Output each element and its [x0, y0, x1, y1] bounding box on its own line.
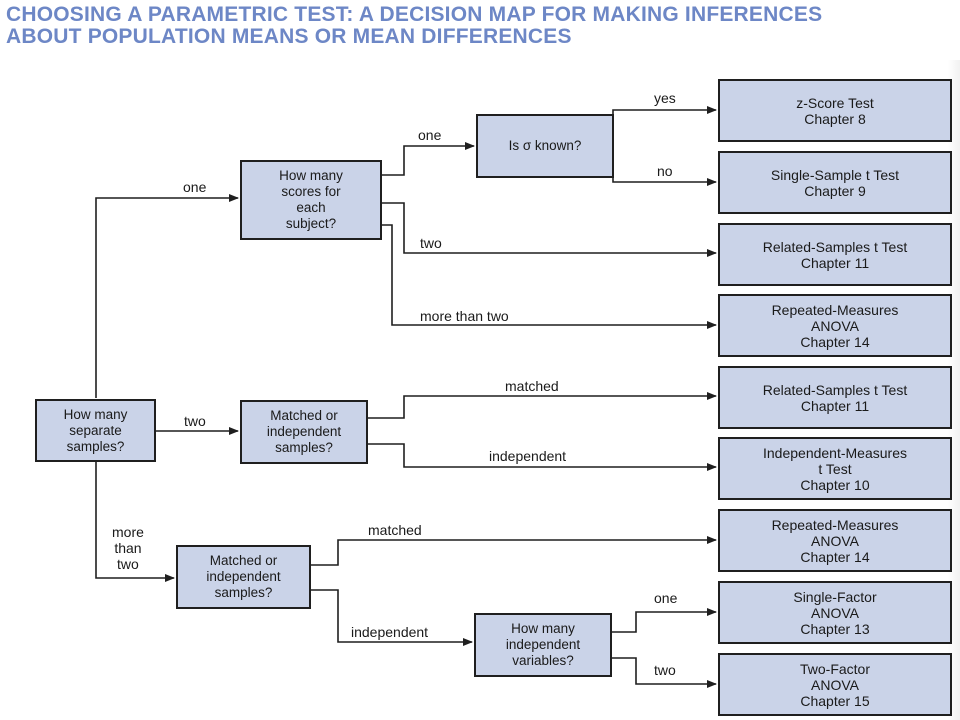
edge-scores-two — [381, 202, 717, 257]
result-independent-measures-t-test: Independent-Measures t Test Chapter 10 — [718, 437, 952, 500]
edge-samples-more — [95, 461, 175, 582]
box-line: Chapter 14 — [800, 548, 870, 565]
box-line: scores for — [281, 184, 341, 199]
box-line: Chapter 15 — [800, 692, 870, 709]
box-line: ANOVA — [811, 604, 859, 621]
box-line: Repeated-Measures — [771, 516, 899, 533]
box-line: Chapter 14 — [800, 333, 870, 350]
box-line: samples? — [66, 438, 125, 454]
box-line: Single-Factor — [793, 588, 877, 605]
decision-how-many-samples: How many separate samples? — [35, 399, 156, 462]
edge-var-two — [611, 657, 717, 688]
label-yes: yes — [654, 90, 676, 106]
label-one-variable: one — [654, 590, 678, 606]
result-single-factor-anova: Single-Factor ANOVA Chapter 13 — [718, 581, 952, 644]
box-line: Repeated-Measures — [771, 301, 899, 318]
decision-scores-per-subject: How many scores for each subject? — [240, 160, 382, 240]
edge-matched-b — [310, 536, 717, 566]
edge-samples-one — [95, 194, 239, 398]
label-more-than-two-samples: more than two — [112, 524, 144, 572]
box-line: Related-Samples t Test — [762, 238, 908, 255]
result-z-score-test: z-Score Test Chapter 8 — [718, 79, 952, 142]
edge-scores-one — [381, 142, 475, 176]
edge-matched-a — [367, 392, 717, 419]
edge-independent-b — [310, 589, 473, 646]
decision-sigma-known: Is σ known? — [476, 114, 614, 178]
box-line: independent — [266, 424, 342, 439]
decision-matched-independent-two: Matched or independent samples? — [240, 400, 368, 464]
title-line-1: CHOOSING A PARAMETRIC TEST: A DECISION M… — [6, 3, 823, 26]
diagram-title: CHOOSING A PARAMETRIC TEST: A DECISION M… — [6, 4, 956, 48]
box-line: How many — [63, 406, 128, 422]
label-line: more — [112, 524, 144, 540]
box-line: Matched or — [209, 553, 278, 568]
box-line: ANOVA — [811, 532, 859, 549]
result-repeated-measures-anova-1: Repeated-Measures ANOVA Chapter 14 — [718, 294, 952, 357]
decision-matched-independent-more: Matched or independent samples? — [176, 545, 311, 609]
box-line: How many — [511, 621, 575, 636]
box-line: Matched or — [270, 408, 338, 423]
result-two-factor-anova: Two-Factor ANOVA Chapter 15 — [718, 653, 952, 716]
edge-var-one — [611, 608, 717, 633]
label-one-score: one — [418, 127, 442, 143]
box-line: Related-Samples t Test — [762, 381, 908, 398]
result-related-samples-t-test-1: Related-Samples t Test Chapter 11 — [718, 223, 952, 286]
box-line: Is σ known? — [508, 138, 582, 153]
box-line: samples? — [275, 440, 333, 455]
box-line: independent — [206, 569, 281, 584]
box-line: variables? — [512, 653, 574, 668]
box-line: Chapter 11 — [800, 254, 870, 271]
label-independent-a: independent — [489, 448, 567, 464]
box-line: samples? — [214, 585, 273, 600]
box-line: Chapter 8 — [804, 110, 866, 127]
box-line: Chapter 10 — [800, 476, 870, 493]
edge-scores-more — [381, 224, 717, 329]
label-one-sample: one — [183, 179, 207, 195]
edge-known-yes — [612, 106, 717, 133]
box-line: Independent-Measures — [763, 444, 907, 461]
box-line: each — [296, 200, 326, 215]
label-matched-b: matched — [368, 522, 422, 538]
label-line: two — [117, 556, 139, 572]
label-more-than-two-scores: more than two — [420, 308, 509, 324]
label-line: than — [114, 540, 142, 556]
label-two-variables: two — [654, 662, 676, 678]
label-two-scores: two — [420, 235, 442, 251]
decision-independent-variables: How many independent variables? — [474, 613, 612, 677]
box-line: Chapter 9 — [804, 182, 866, 199]
result-single-sample-t-test: Single-Sample t Test Chapter 9 — [718, 151, 952, 214]
box-line: ANOVA — [811, 676, 859, 693]
box-line: Single-Sample t Test — [770, 166, 900, 183]
box-line: separate — [69, 422, 122, 438]
result-repeated-measures-anova-2: Repeated-Measures ANOVA Chapter 14 — [718, 509, 952, 572]
label-no: no — [657, 163, 673, 179]
box-line: ANOVA — [811, 317, 859, 334]
box-line: subject? — [285, 216, 337, 231]
result-related-samples-t-test-2: Related-Samples t Test Chapter 11 — [718, 366, 952, 429]
box-line: independent — [505, 637, 581, 652]
box-line: Chapter 13 — [800, 620, 870, 637]
box-line: How many — [279, 168, 343, 183]
label-matched-a: matched — [505, 378, 559, 394]
title-line-2: ABOUT POPULATION MEANS OR MEAN DIFFERENC… — [6, 25, 572, 48]
box-line: Two-Factor — [799, 660, 870, 677]
label-independent-b: independent — [351, 624, 429, 640]
box-line: z-Score Test — [796, 94, 874, 111]
box-line: Chapter 11 — [800, 397, 870, 414]
label-two-samples: two — [184, 413, 206, 429]
box-line: t Test — [818, 460, 852, 477]
edge-independent-a — [367, 443, 717, 471]
